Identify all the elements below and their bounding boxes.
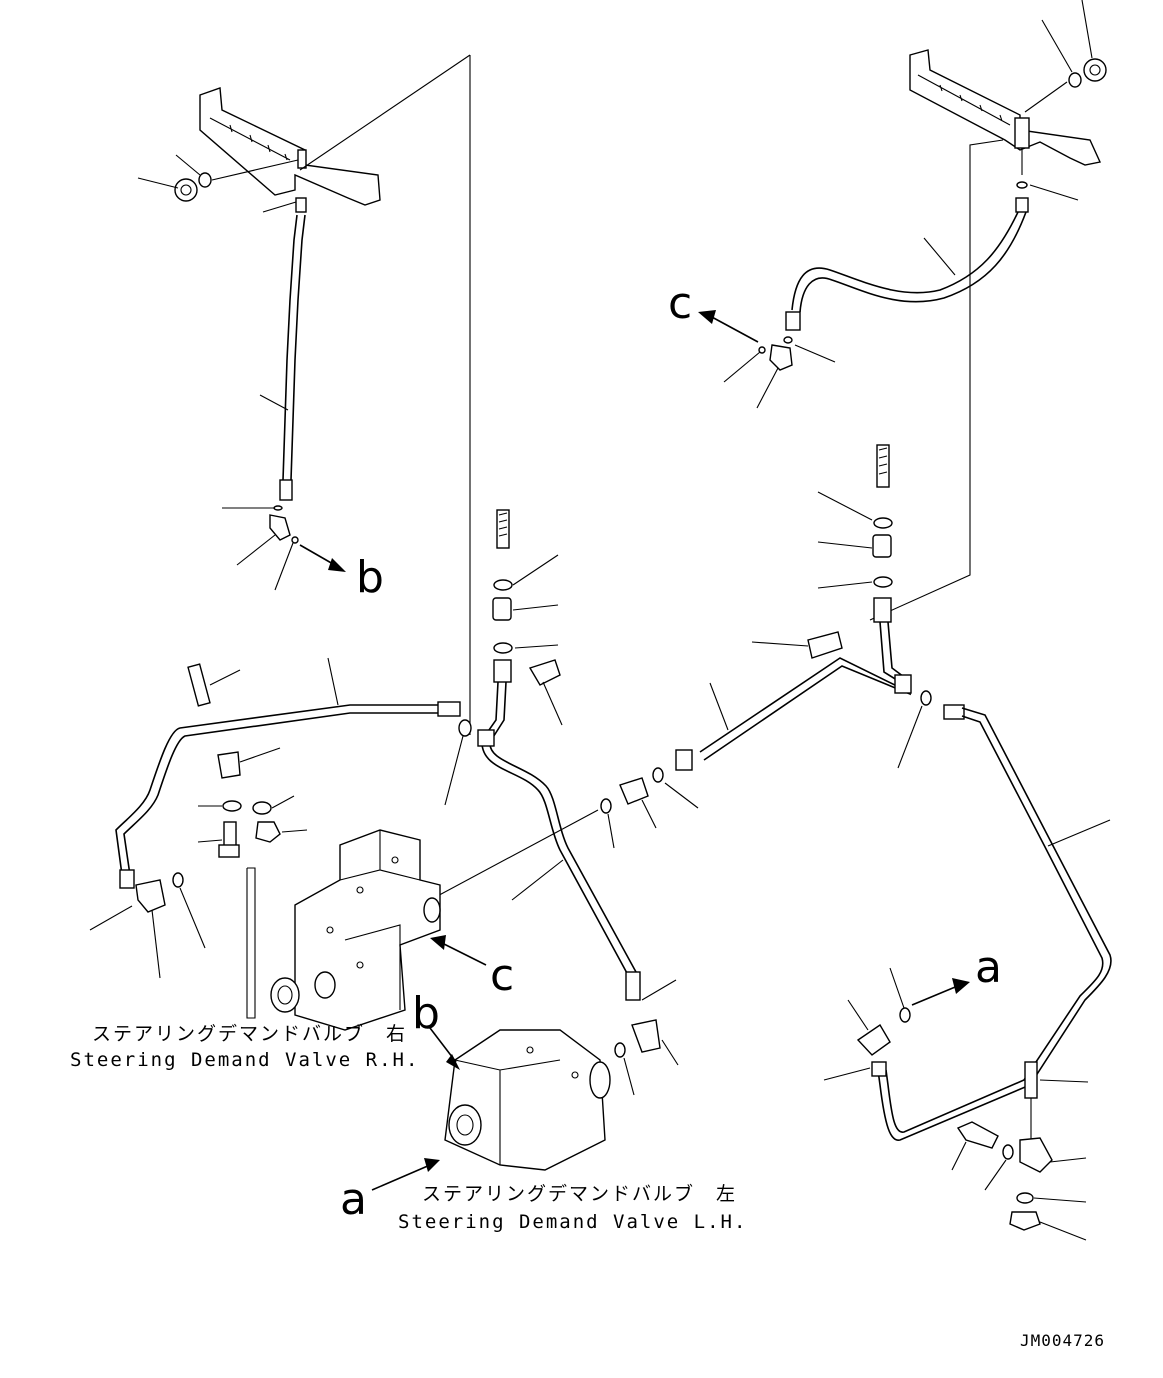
left-bracket-nut (137, 154, 299, 202)
guide-line-right (869, 139, 1004, 621)
right-hose (698, 197, 1029, 409)
far-right-tube (823, 704, 1112, 1241)
right-bracket (909, 49, 1102, 189)
left-tube (89, 657, 472, 979)
callout-a-valve: a (340, 1174, 367, 1225)
left-bracket (199, 87, 381, 206)
valve-rh-label-jp: ステアリングデマンドバルブ 右 (92, 1022, 407, 1045)
left-hose (222, 197, 346, 591)
valve-rh (246, 829, 487, 1031)
valve-lh-label-en: Steering Demand Valve L.H. (398, 1211, 747, 1233)
callout-c-valve: c (490, 950, 514, 1001)
callout-b-valve: b (412, 988, 440, 1039)
callout-b-upper: b (356, 552, 384, 603)
valve-lh-label-jp: ステアリングデマンドバルブ 左 (422, 1182, 737, 1205)
valve-lh (371, 1027, 611, 1191)
right-tube (429, 621, 932, 901)
drawing-id: JM004726 (1020, 1331, 1105, 1350)
right-bracket-nut (1024, 0, 1107, 201)
callout-c-upper: c (668, 278, 692, 329)
center-fitting-stack (492, 509, 563, 726)
right-fitting-stack (751, 444, 893, 659)
valve-rh-label-en: Steering Demand Valve R.H. (70, 1049, 419, 1071)
center-tube (477, 681, 679, 1096)
callout-a-right: a (975, 942, 1002, 993)
